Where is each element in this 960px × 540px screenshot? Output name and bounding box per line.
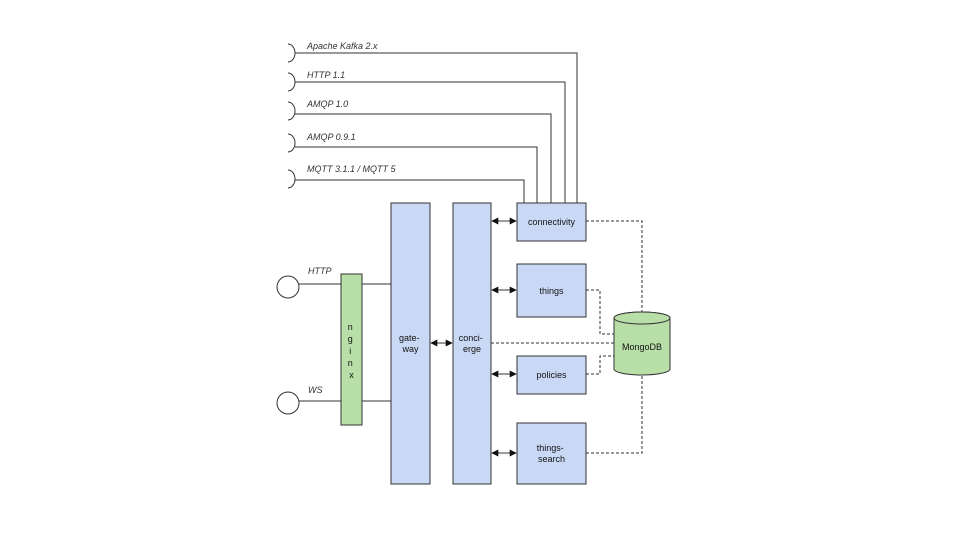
service-policies: policies: [516, 355, 587, 395]
things-search-db-link: [586, 373, 643, 454]
things-db-link: [586, 289, 614, 335]
things-search-box: [516, 422, 587, 485]
connectivity-label: connectivity: [528, 217, 576, 227]
connectivity-db-link: [586, 220, 643, 312]
policies-label: policies: [536, 370, 567, 380]
concierge-label: conci- erge: [459, 333, 486, 354]
nginx-block: n g i n x: [340, 273, 391, 426]
service-connectivity: connectivity: [516, 202, 587, 242]
protocol-label-amqp10: AMQP 1.0: [306, 99, 348, 109]
policies-box: [516, 355, 587, 395]
policies-db-link: [586, 355, 614, 375]
gateway-label: gate- way: [399, 333, 422, 354]
http-port-icon: [276, 275, 300, 299]
http11-line: [295, 81, 566, 203]
service-things: things: [516, 263, 587, 318]
entry-points: HTTP WS: [276, 266, 341, 415]
amqp10-line: [295, 113, 552, 203]
entry-label-ws: WS: [308, 385, 323, 395]
port-http11-icon: [287, 72, 296, 92]
database-label: MongoDB: [622, 342, 662, 352]
things-label: things: [539, 286, 564, 296]
service-things-search: things- search: [516, 422, 587, 485]
gateway-box: [390, 202, 431, 485]
protocol-label-mqtt: MQTT 3.1.1 / MQTT 5: [307, 164, 397, 174]
protocol-ports: Apache Kafka 2.x HTTP 1.1 AMQP 1.0 AMQP …: [287, 41, 578, 203]
port-amqp091-icon: [287, 133, 296, 153]
nginx-label: n g i n x: [348, 322, 356, 380]
nginx-box: [340, 273, 363, 426]
kafka-line: [295, 52, 578, 203]
protocol-label-http11: HTTP 1.1: [307, 70, 345, 80]
port-amqp10-icon: [287, 101, 296, 121]
port-mqtt-icon: [287, 169, 296, 189]
db-connections: [491, 220, 643, 454]
gateway-block: gate- way: [390, 202, 431, 485]
protocol-label-kafka: Apache Kafka 2.x: [306, 41, 378, 51]
mqtt-line: [295, 179, 525, 203]
concierge-block: conci- erge: [452, 202, 492, 485]
things-search-label: things- search: [537, 443, 567, 464]
amqp091-line: [295, 146, 538, 203]
mongodb-database: MongoDB: [613, 311, 671, 376]
port-kafka-icon: [287, 43, 296, 63]
protocol-label-amqp091: AMQP 0.9.1: [306, 132, 356, 142]
connectivity-box: [516, 202, 587, 242]
entry-label-http: HTTP: [308, 266, 332, 276]
ws-port-icon: [276, 391, 300, 415]
